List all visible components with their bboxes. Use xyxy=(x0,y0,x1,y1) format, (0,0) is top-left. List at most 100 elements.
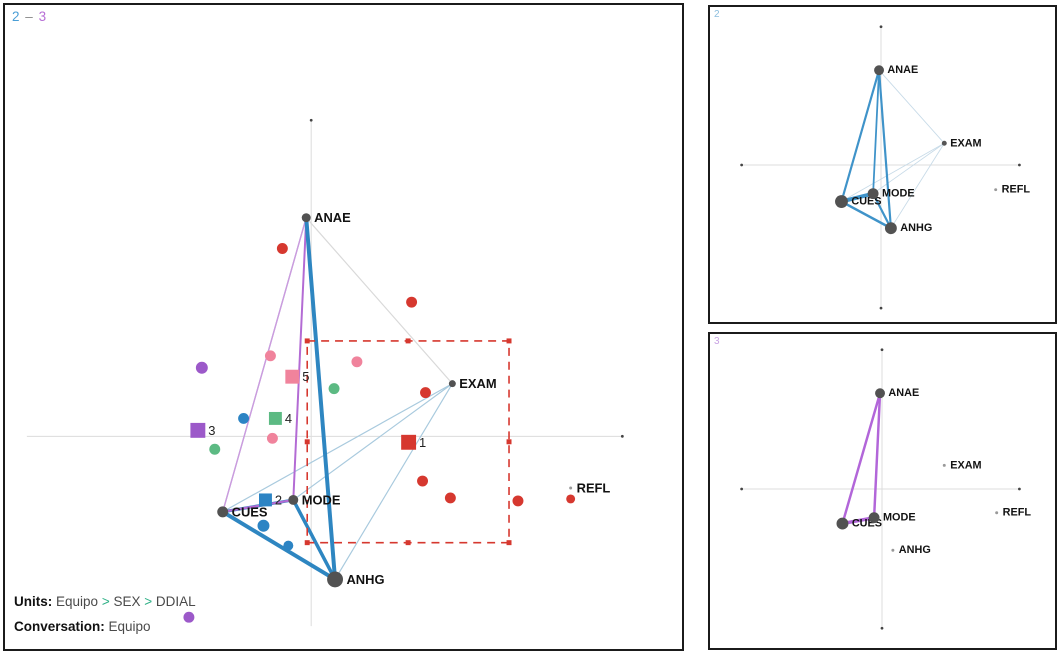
node-refl[interactable] xyxy=(995,511,999,515)
axis-end-dot xyxy=(879,306,883,310)
conversation-value: Equipo xyxy=(108,619,151,634)
edge-exam-anhg xyxy=(334,383,453,581)
edge-anae-mode xyxy=(292,216,308,501)
cluster-square-1[interactable] xyxy=(401,434,417,450)
node-label-anae: ANAE xyxy=(314,210,351,225)
rect-resize-handle[interactable] xyxy=(304,439,310,445)
data-dot-red xyxy=(420,387,431,399)
node-label-cues: CUES xyxy=(232,504,268,519)
node-exam[interactable] xyxy=(941,140,947,146)
axis-end-dot xyxy=(1018,487,1021,491)
units-label: Units: xyxy=(14,594,53,609)
node-label-refl: REFL xyxy=(577,481,611,496)
node-anhg[interactable] xyxy=(891,548,895,552)
edge-exam-mode xyxy=(872,142,945,195)
cluster-square-label-1: 1 xyxy=(419,435,426,450)
edge-anae-cues xyxy=(222,216,307,513)
node-cues[interactable] xyxy=(835,195,848,208)
cluster-square-label-2: 2 xyxy=(275,492,282,507)
node-label-cues: CUES xyxy=(851,196,881,208)
rect-resize-handle[interactable] xyxy=(506,540,512,546)
cluster-square-2[interactable] xyxy=(258,493,272,507)
node-exam[interactable] xyxy=(448,380,456,388)
node-refl[interactable] xyxy=(994,188,998,192)
dimension-2-label: 2 xyxy=(12,9,21,24)
data-dot-blue_dot xyxy=(283,540,294,551)
node-label-anhg: ANHG xyxy=(346,572,384,587)
node-mode[interactable] xyxy=(868,512,880,524)
edge-exam-cues xyxy=(222,383,453,513)
node-label-cues: CUES xyxy=(852,518,882,530)
footer-info: Units: Equipo > SEX > DDIAL Conversation… xyxy=(14,589,196,639)
conversation-line: Conversation: Equipo xyxy=(14,614,196,639)
data-dot-green xyxy=(209,443,221,455)
edge-exam-cues xyxy=(841,142,945,202)
dimension-pair-title: 2 – 3 xyxy=(12,9,47,24)
cluster-square-label-5: 5 xyxy=(302,369,309,384)
edge-anae-mode xyxy=(872,392,882,519)
rect-resize-handle[interactable] xyxy=(304,540,310,546)
node-refl[interactable] xyxy=(569,486,573,490)
edge-anae-mode xyxy=(872,69,880,195)
data-dot-red xyxy=(406,296,418,308)
units-value-1: Equipo xyxy=(56,594,99,609)
edge-anae-exam xyxy=(305,217,453,385)
node-label-mode: MODE xyxy=(882,188,915,200)
node-label-exam: EXAM xyxy=(950,459,981,471)
panel-3-corner-label: 3 xyxy=(714,336,720,347)
node-cues[interactable] xyxy=(836,517,849,530)
data-dot-red xyxy=(276,243,288,254)
axis-end-dot xyxy=(1018,163,1021,167)
node-cues[interactable] xyxy=(217,506,229,518)
node-label-exam: EXAM xyxy=(459,376,496,391)
rect-resize-handle[interactable] xyxy=(506,338,512,344)
node-label-anae: ANAE xyxy=(888,387,919,399)
axis-end-dot xyxy=(620,434,624,438)
axis-end-dot xyxy=(880,348,884,352)
edge-exam-mode xyxy=(292,383,453,501)
node-anhg[interactable] xyxy=(884,222,897,235)
edge-cues-anhg xyxy=(840,200,893,230)
node-anae[interactable] xyxy=(875,388,885,399)
cluster-square-3[interactable] xyxy=(190,422,206,438)
node-anhg[interactable] xyxy=(327,571,344,588)
edge-anae-cues xyxy=(841,392,882,525)
node-label-mode: MODE xyxy=(302,492,341,507)
node-label-refl: REFL xyxy=(1003,507,1032,519)
data-dot-green xyxy=(328,383,340,395)
edge-anae-anhg xyxy=(877,69,892,230)
node-anae[interactable] xyxy=(301,213,311,223)
data-dot-pink xyxy=(266,432,278,444)
data-dot-pink xyxy=(351,356,363,368)
edge-mode-anhg xyxy=(872,192,892,230)
axis-end-dot xyxy=(309,118,313,122)
cluster-square-4[interactable] xyxy=(268,411,282,425)
node-label-anae: ANAE xyxy=(887,64,918,76)
rect-resize-handle[interactable] xyxy=(405,338,411,344)
data-dot-red xyxy=(512,495,524,507)
node-mode[interactable] xyxy=(867,188,879,200)
units-separator-icon: > xyxy=(101,594,110,609)
node-exam[interactable] xyxy=(942,463,946,467)
edge-anae-exam xyxy=(878,69,945,144)
data-dot-pink xyxy=(264,350,276,362)
node-mode[interactable] xyxy=(288,494,299,505)
node-label-anhg: ANHG xyxy=(899,544,931,556)
units-line: Units: Equipo > SEX > DDIAL xyxy=(14,589,196,614)
units-value-3: DDIAL xyxy=(155,594,196,609)
cluster-square-5[interactable] xyxy=(285,369,300,384)
units-value-2: SEX xyxy=(113,594,141,609)
rect-resize-handle[interactable] xyxy=(405,540,411,546)
rect-resize-handle[interactable] xyxy=(506,439,512,445)
node-anae[interactable] xyxy=(874,65,884,76)
node-label-mode: MODE xyxy=(883,512,916,524)
units-separator-icon: > xyxy=(144,594,153,609)
rect-resize-handle[interactable] xyxy=(304,338,310,344)
